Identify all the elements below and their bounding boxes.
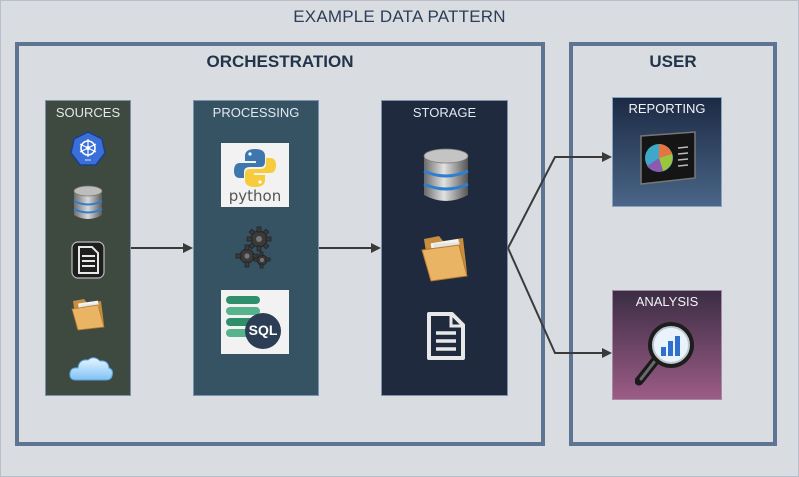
folder-icon xyxy=(420,233,470,288)
kubernetes-icon: svc xyxy=(69,131,107,172)
magnifier-chart-icon xyxy=(634,319,699,392)
python-logo: python xyxy=(221,143,289,207)
sources-column: SOURCES svc xyxy=(45,100,131,396)
user-group: USER xyxy=(569,42,777,446)
processing-label: PROCESSING xyxy=(212,105,300,120)
orchestration-label: ORCHESTRATION xyxy=(206,52,354,71)
sql-label: SQL xyxy=(248,322,278,338)
sources-label: SOURCES xyxy=(55,105,121,120)
folder-icon xyxy=(70,297,106,336)
sql-database-icon: SQL xyxy=(221,290,289,354)
arrow-storage-to-analysis xyxy=(507,247,612,358)
reporting-label: REPORTING xyxy=(628,101,706,116)
database-icon xyxy=(72,185,104,226)
pie-chart-screen-icon xyxy=(637,130,699,193)
python-wordmark: python xyxy=(228,187,282,205)
reporting-card: REPORTING xyxy=(612,97,722,207)
processing-column: PROCESSING python xyxy=(193,100,319,396)
orchestration-group: ORCHESTRATION xyxy=(15,42,545,446)
storage-label: STORAGE xyxy=(412,105,477,120)
analysis-card: ANALYSIS xyxy=(612,290,722,400)
storage-column: STORAGE xyxy=(381,100,508,396)
user-label: USER xyxy=(649,52,697,71)
document-icon xyxy=(71,241,105,284)
cloud-icon xyxy=(68,353,114,388)
gears-icon xyxy=(234,225,274,276)
arrow-storage-to-reporting xyxy=(507,152,612,249)
diagram-title: EXAMPLE DATA PATTERN xyxy=(293,7,506,26)
document-icon xyxy=(422,311,470,366)
analysis-label: ANALYSIS xyxy=(635,294,699,309)
database-icon xyxy=(422,147,470,210)
svg-text:svc: svc xyxy=(85,157,91,162)
